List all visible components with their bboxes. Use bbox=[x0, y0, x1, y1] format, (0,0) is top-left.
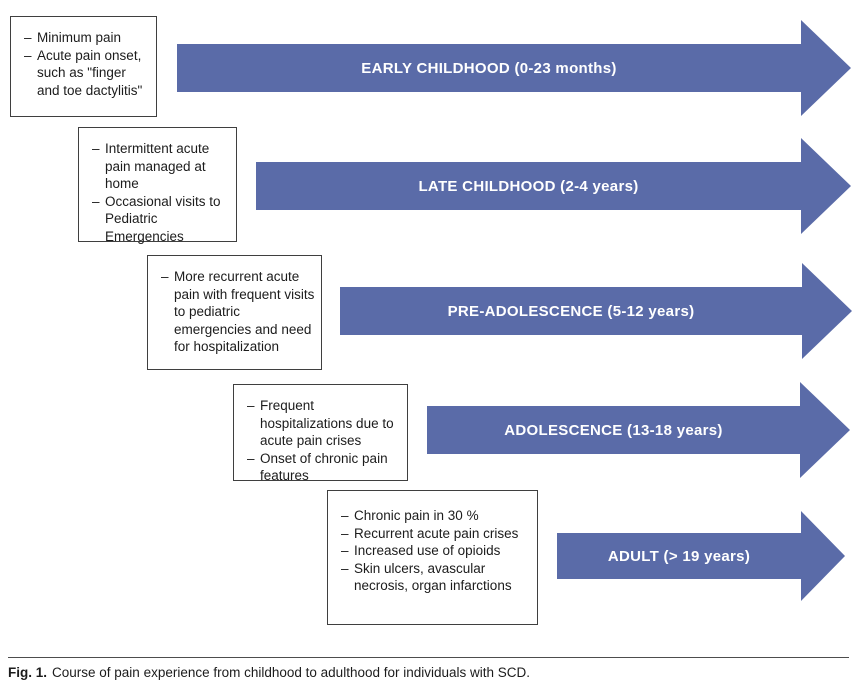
dash-bullet: – bbox=[24, 47, 32, 63]
note-box-adolescence: – Frequent hospitalizations due to acute… bbox=[233, 384, 408, 483]
note-item: – More recurrent acute pain with frequen… bbox=[161, 268, 315, 356]
note-item: – Frequent hospitalizations due to acute… bbox=[247, 397, 401, 450]
note-item: – Recurrent acute pain crises bbox=[341, 525, 531, 543]
right-arrow-shape bbox=[177, 20, 851, 116]
note-text: Increased use of opioids bbox=[354, 543, 501, 558]
right-arrow-polygon bbox=[256, 138, 851, 234]
figure-caption: Fig. 1. Course of pain experience from ch… bbox=[8, 664, 854, 681]
right-arrow-shape bbox=[340, 263, 852, 359]
note-list: – Frequent hospitalizations due to acute… bbox=[247, 397, 401, 485]
note-text: Frequent hospitalizations due to acute p… bbox=[260, 398, 394, 448]
right-arrow-shape bbox=[427, 382, 850, 478]
note-list: – Minimum pain – Acute pain onset, such … bbox=[24, 29, 150, 99]
figure-caption-text: Course of pain experience from childhood… bbox=[52, 665, 531, 680]
arrow-adult: ADULT (> 19 years) bbox=[557, 511, 845, 601]
arrow-label: EARLY CHILDHOOD (0-23 months) bbox=[361, 59, 617, 77]
arrow-early-childhood: EARLY CHILDHOOD (0-23 months) bbox=[177, 20, 851, 116]
dash-bullet: – bbox=[341, 543, 349, 558]
dash-bullet: – bbox=[247, 398, 255, 413]
note-item: – Occasional visits to Pediatric Emergen… bbox=[92, 193, 230, 246]
note-box-early-childhood: – Minimum pain – Acute pain onset, such … bbox=[10, 16, 157, 117]
note-text: Chronic pain in 30 % bbox=[354, 508, 479, 523]
note-list: – More recurrent acute pain with frequen… bbox=[161, 268, 315, 356]
dash-bullet: – bbox=[92, 193, 100, 209]
note-text: Acute pain onset, such as "finger and to… bbox=[37, 47, 143, 98]
arrow-label: LATE CHILDHOOD (2-4 years) bbox=[418, 177, 639, 195]
note-text: Skin ulcers, avascular necrosis, organ i… bbox=[354, 560, 512, 594]
note-item: – Increased use of opioids bbox=[341, 542, 531, 560]
note-list: – Chronic pain in 30 % – Recurrent acute… bbox=[341, 507, 531, 595]
arrow-label: ADULT (> 19 years) bbox=[607, 547, 751, 565]
dash-bullet: – bbox=[341, 508, 349, 523]
dash-bullet: – bbox=[161, 269, 169, 284]
note-text: Recurrent acute pain crises bbox=[354, 525, 519, 541]
note-box-adult: – Chronic pain in 30 % – Recurrent acute… bbox=[327, 490, 538, 625]
right-arrow-polygon bbox=[557, 511, 845, 601]
note-text: Intermittent acute pain managed at home bbox=[105, 141, 210, 191]
note-item: – Acute pain onset, such as "finger and … bbox=[24, 47, 150, 100]
arrow-late-childhood: LATE CHILDHOOD (2-4 years) bbox=[256, 138, 851, 234]
note-list: – Intermittent acute pain managed at hom… bbox=[92, 140, 230, 245]
right-arrow-polygon bbox=[177, 20, 851, 116]
dash-bullet: – bbox=[341, 525, 349, 541]
note-text: More recurrent acute pain with frequent … bbox=[174, 269, 315, 354]
right-arrow-shape bbox=[256, 138, 851, 234]
arrow-adolescence: ADOLESCENCE (13-18 years) bbox=[427, 382, 850, 478]
note-box-pre-adolescence: – More recurrent acute pain with frequen… bbox=[147, 255, 322, 370]
note-item: – Minimum pain bbox=[24, 29, 150, 47]
figure-number-label: Fig. 1. bbox=[8, 665, 48, 680]
note-text: Minimum pain bbox=[37, 30, 122, 45]
dash-bullet: – bbox=[341, 560, 349, 576]
right-arrow-polygon bbox=[427, 382, 850, 478]
note-item: – Chronic pain in 30 % bbox=[341, 507, 531, 525]
dash-bullet: – bbox=[247, 450, 255, 466]
arrow-label: ADOLESCENCE (13-18 years) bbox=[504, 421, 723, 439]
caption-divider bbox=[8, 657, 849, 658]
note-text: Onset of chronic pain features bbox=[260, 450, 388, 484]
note-item: – Skin ulcers, avascular necrosis, organ… bbox=[341, 560, 531, 595]
right-arrow-shape bbox=[557, 511, 845, 601]
right-arrow-polygon bbox=[340, 263, 852, 359]
note-box-late-childhood: – Intermittent acute pain managed at hom… bbox=[78, 127, 237, 245]
note-item: – Intermittent acute pain managed at hom… bbox=[92, 140, 230, 193]
arrow-label: PRE-ADOLESCENCE (5-12 years) bbox=[447, 302, 695, 320]
dash-bullet: – bbox=[92, 141, 100, 156]
dash-bullet: – bbox=[24, 30, 32, 45]
note-item: – Onset of chronic pain features bbox=[247, 450, 401, 485]
note-text: Occasional visits to Pediatric Emergenci… bbox=[105, 193, 221, 244]
arrow-pre-adolescence: PRE-ADOLESCENCE (5-12 years) bbox=[340, 263, 852, 359]
